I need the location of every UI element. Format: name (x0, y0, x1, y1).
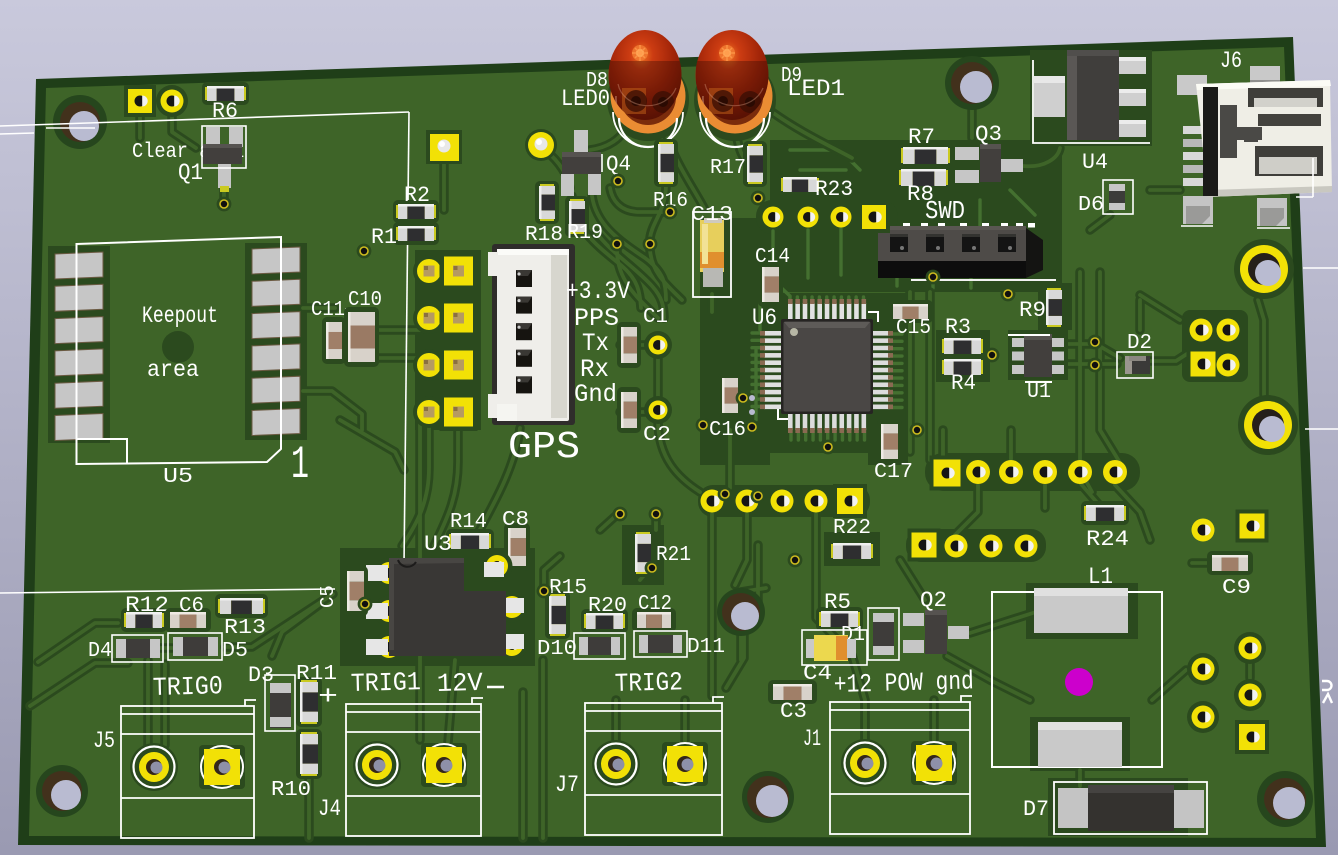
svg-text:SWD: SWD (925, 196, 965, 226)
svg-text:R9: R9 (1019, 298, 1046, 323)
svg-text:R8: R8 (907, 182, 934, 207)
svg-text:+12 POW gnd: +12 POW gnd (833, 666, 974, 700)
svg-text:U6: U6 (752, 305, 777, 331)
svg-text:C15: C15 (896, 317, 931, 340)
svg-text:R24: R24 (1086, 527, 1129, 552)
svg-text:Q4: Q4 (606, 152, 631, 177)
svg-text:J5: J5 (93, 728, 115, 754)
svg-text:U4: U4 (1082, 150, 1108, 175)
svg-text:C2: C2 (643, 424, 671, 447)
svg-text:R7: R7 (908, 125, 935, 150)
svg-text:R18: R18 (525, 224, 563, 247)
svg-text:J4: J4 (318, 796, 341, 822)
svg-text:J6: J6 (1220, 48, 1242, 74)
svg-text:R3: R3 (945, 315, 971, 340)
svg-text:J1: J1 (803, 726, 821, 752)
svg-text:R14: R14 (450, 511, 487, 534)
svg-text:Q2: Q2 (920, 588, 947, 613)
svg-text:D6: D6 (1078, 194, 1104, 217)
svg-text:C1: C1 (643, 306, 668, 329)
svg-text:R6: R6 (212, 99, 238, 124)
svg-text:D10: D10 (537, 638, 577, 661)
svg-text:Q3: Q3 (975, 122, 1002, 147)
svg-text:Gnd: Gnd (574, 380, 617, 409)
svg-text:C10: C10 (348, 289, 382, 312)
svg-text:C6: C6 (179, 595, 204, 618)
svg-text:Q1: Q1 (178, 160, 203, 186)
svg-text:Tx: Tx (582, 329, 609, 358)
svg-text:GPS: GPS (508, 426, 580, 469)
svg-text:R15: R15 (549, 577, 587, 600)
svg-text:+3.3V: +3.3V (566, 277, 630, 306)
svg-text:R1: R1 (371, 225, 397, 250)
svg-text:C9: C9 (1222, 577, 1251, 600)
svg-text:D3: D3 (248, 663, 274, 688)
svg-text:Rx: Rx (580, 355, 609, 384)
svg-text:area: area (147, 357, 199, 383)
svg-text:L1: L1 (1088, 564, 1113, 590)
svg-text:D9: D9 (781, 65, 802, 88)
svg-text:C14: C14 (755, 246, 790, 269)
svg-text:R11: R11 (296, 663, 337, 686)
svg-text:U1: U1 (1027, 381, 1051, 404)
svg-text:C12: C12 (638, 593, 672, 616)
svg-text:TRIG1: TRIG1 (350, 667, 421, 699)
svg-text:Keepout: Keepout (142, 303, 218, 329)
svg-text:R5: R5 (824, 590, 851, 615)
svg-text:LED0: LED0 (561, 86, 610, 112)
svg-text:D4: D4 (88, 640, 112, 663)
svg-text:PPS: PPS (574, 304, 619, 333)
svg-text:12V: 12V (436, 668, 483, 699)
svg-text:D2: D2 (1127, 332, 1152, 355)
svg-text:LED1: LED1 (787, 76, 845, 102)
svg-text:D11: D11 (687, 636, 725, 659)
svg-text:C16: C16 (709, 419, 746, 442)
svg-text:C11: C11 (311, 299, 345, 322)
svg-text:R21: R21 (656, 544, 691, 567)
svg-text:R4: R4 (951, 371, 976, 396)
svg-text:1: 1 (291, 439, 309, 491)
svg-text:R2: R2 (404, 183, 430, 208)
svg-text:R13: R13 (224, 617, 266, 640)
svg-text:D7: D7 (1023, 797, 1049, 822)
svg-text:C3: C3 (780, 699, 807, 724)
svg-text:+: + (318, 683, 338, 713)
svg-text:U3: U3 (424, 532, 452, 557)
svg-text:R19: R19 (567, 222, 603, 245)
svg-text:R22: R22 (833, 517, 871, 540)
svg-text:C17: C17 (874, 461, 913, 484)
svg-text:D5: D5 (222, 640, 248, 663)
svg-text:D8: D8 (586, 70, 608, 93)
svg-text:TRIG2: TRIG2 (614, 667, 683, 699)
svg-text:R10: R10 (271, 779, 311, 802)
svg-text:C5: C5 (317, 585, 339, 608)
svg-text:R16: R16 (653, 190, 688, 213)
svg-text:U5: U5 (163, 466, 193, 489)
svg-text:R20: R20 (588, 595, 627, 618)
svg-text:C13: C13 (691, 204, 733, 227)
svg-text:R17: R17 (710, 157, 746, 180)
svg-text:R12: R12 (125, 593, 169, 618)
svg-text:C8: C8 (502, 509, 529, 532)
svg-text:R23: R23 (815, 177, 853, 202)
svg-text:J7: J7 (555, 772, 579, 798)
svg-text:TRIG0: TRIG0 (152, 671, 223, 703)
